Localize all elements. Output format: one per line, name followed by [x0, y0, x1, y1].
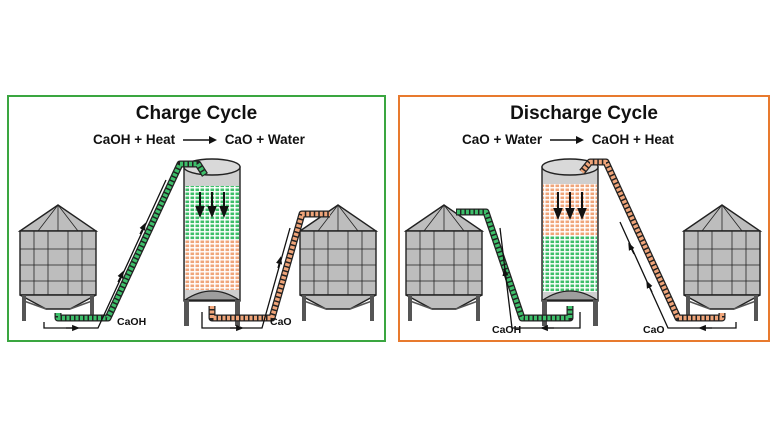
charge-hydroxide-label: CaOH: [117, 316, 147, 328]
discharge-equation-right: CaOH + Heat: [591, 132, 674, 147]
discharge-oxide-silo: [683, 204, 761, 322]
charge-reactor: [183, 158, 241, 326]
discharge-cycle-title: Discharge Cycle: [510, 103, 658, 124]
reaction-arrow-icon: [549, 136, 584, 145]
discharge-equation: CaO + Water CaOH + Heat: [462, 132, 674, 147]
charge-equation: CaOH + Heat CaO + Water: [93, 132, 305, 147]
charge-hydroxide-silo: [19, 204, 97, 322]
discharge-hydroxide-silo: [405, 204, 483, 322]
charge-equation-left: CaOH + Heat: [93, 132, 176, 147]
charge-cycle-title: Charge Cycle: [135, 103, 258, 124]
discharge-cycle-panel: Discharge Cycle CaO + Water CaOH + Heat: [398, 95, 770, 342]
charge-cycle-panel: Charge Cycle CaOH + Heat CaO + Water: [7, 95, 386, 342]
charge-equation-right: CaO + Water: [224, 132, 305, 147]
charge-oxide-label: CaO: [270, 316, 292, 328]
charge-oxide-silo: [299, 204, 377, 322]
discharge-reactor: [541, 158, 599, 326]
discharge-equation-left: CaO + Water: [462, 132, 543, 147]
discharge-hydroxide-label: CaOH: [492, 324, 522, 336]
reaction-arrow-icon: [182, 136, 217, 145]
discharge-oxide-label: CaO: [643, 324, 665, 336]
